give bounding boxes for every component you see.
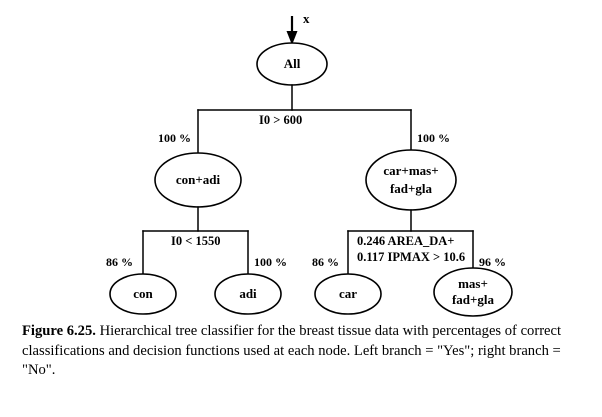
leaf-con-percent: 86 %	[106, 255, 133, 269]
node-mas-fad-gla-ellipse[interactable]	[433, 267, 513, 317]
node-con-adi-label: con+adi	[176, 172, 221, 187]
node-con-adi[interactable]: con+adi	[154, 152, 242, 208]
hierarchical-tree-diagram: x All I0 > 600 100 % 100 % con+adi car+m…	[106, 11, 513, 317]
node-con-label: con	[133, 286, 153, 301]
node-mas-fad-gla[interactable]: mas+ fad+gla	[433, 267, 513, 317]
node-con[interactable]: con	[109, 273, 177, 315]
figure-caption-number: Figure 6.25.	[22, 323, 96, 339]
leaf-adi-percent: 100 %	[254, 255, 287, 269]
input-arrow-head	[286, 31, 298, 45]
leaf-car-percent: 86 %	[312, 255, 339, 269]
figure-caption: Figure 6.25. Hierarchical tree classifie…	[22, 322, 584, 381]
node-car[interactable]: car	[314, 273, 382, 315]
leaf-mas-fad-gla-percent: 96 %	[479, 255, 506, 269]
node-mas-fad-gla-label-line2: fad+gla	[452, 292, 495, 307]
node-con-ellipse[interactable]	[109, 273, 177, 315]
node-car-ellipse[interactable]	[314, 273, 382, 315]
node-root[interactable]: All	[256, 42, 328, 86]
split-root-connector: I0 > 600 100 % 100 %	[158, 84, 450, 154]
node-adi[interactable]: adi	[214, 273, 282, 315]
node-adi-ellipse[interactable]	[214, 273, 282, 315]
split-left-rule: I0 < 1550	[171, 234, 221, 248]
node-root-label: All	[284, 56, 301, 71]
node-car-label: car	[339, 286, 357, 301]
figure-caption-body: Hierarchical tree classifier for the bre…	[22, 323, 562, 378]
split-left-connector: I0 < 1550 86 % 100 %	[106, 206, 287, 275]
split-root-left-percent: 100 %	[158, 131, 191, 145]
split-right-rule-line1: 0.246 AREA_DA+	[357, 234, 454, 248]
split-right-connector: 0.246 AREA_DA+ 0.117 IPMAX > 10.6 86 % 9…	[312, 209, 506, 275]
node-car-mas-fad-gla-label-line2: fad+gla	[390, 181, 433, 196]
input-variable-label: x	[303, 11, 310, 26]
node-car-mas-fad-gla[interactable]: car+mas+ fad+gla	[365, 149, 457, 211]
node-mas-fad-gla-label-line1: mas+	[458, 276, 488, 291]
node-adi-label: adi	[239, 286, 257, 301]
input-arrow: x	[286, 11, 310, 45]
node-car-mas-fad-gla-label-line1: car+mas+	[383, 163, 438, 178]
split-root-right-percent: 100 %	[417, 131, 450, 145]
split-root-rule: I0 > 600	[259, 113, 302, 127]
split-right-rule-line2: 0.117 IPMAX > 10.6	[357, 250, 465, 264]
